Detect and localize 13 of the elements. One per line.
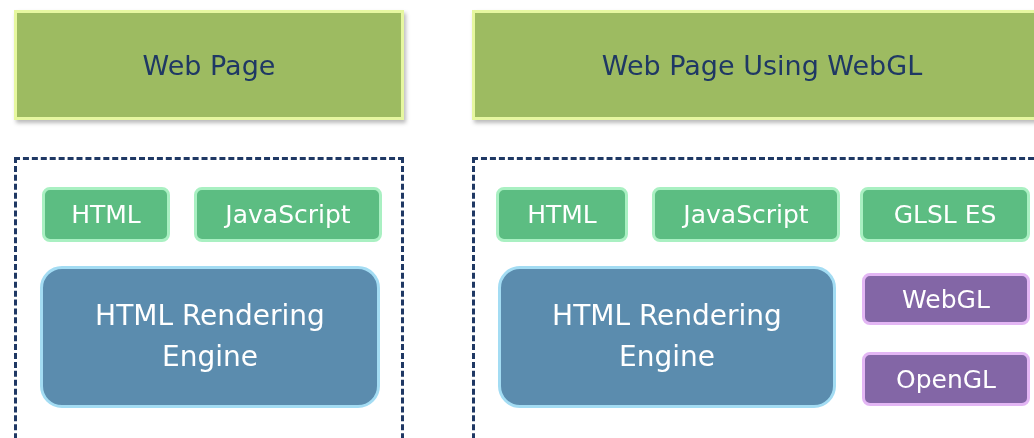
title-banner: Web Page [14,10,404,120]
engine-box: HTML Rendering Engine [498,266,836,408]
component-box: HTML [496,187,628,242]
api-box: WebGL [862,273,1030,325]
engine-box: HTML Rendering Engine [40,266,380,408]
component-box: HTML [42,187,170,242]
component-box: JavaScript [194,187,382,242]
dashed-container [472,157,1034,438]
api-box: OpenGL [862,352,1030,406]
title-banner: Web Page Using WebGL [472,10,1034,120]
component-box: GLSL ES [860,187,1030,242]
component-box: JavaScript [652,187,840,242]
dashed-container [14,157,404,438]
